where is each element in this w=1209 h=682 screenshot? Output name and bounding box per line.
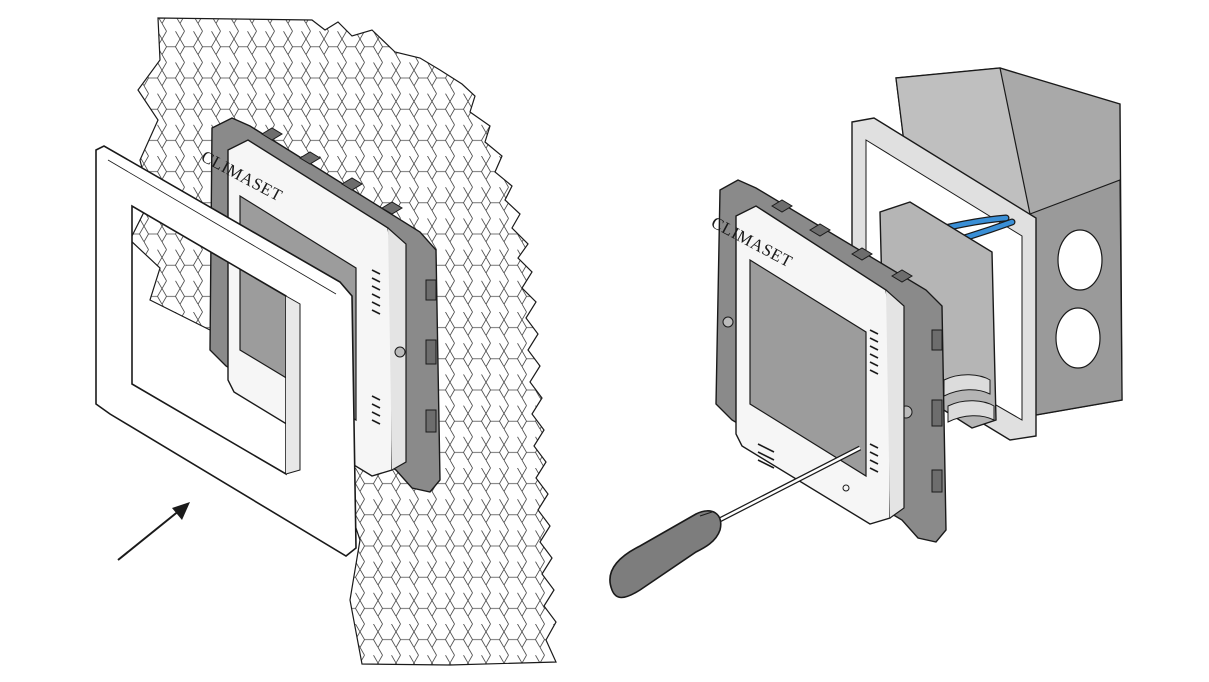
thermostat-screen xyxy=(749,258,867,478)
screw xyxy=(394,346,406,358)
frame-teeth xyxy=(261,127,437,433)
screwdriver-handle xyxy=(609,510,722,599)
left-scene: CLIMASET xyxy=(95,17,557,666)
vent-slits xyxy=(757,329,879,473)
vent-slits xyxy=(371,269,381,425)
right-scene: CLIMASET xyxy=(609,67,1123,599)
push-direction-arrow xyxy=(117,502,190,561)
screwdriver-icon xyxy=(609,445,862,599)
